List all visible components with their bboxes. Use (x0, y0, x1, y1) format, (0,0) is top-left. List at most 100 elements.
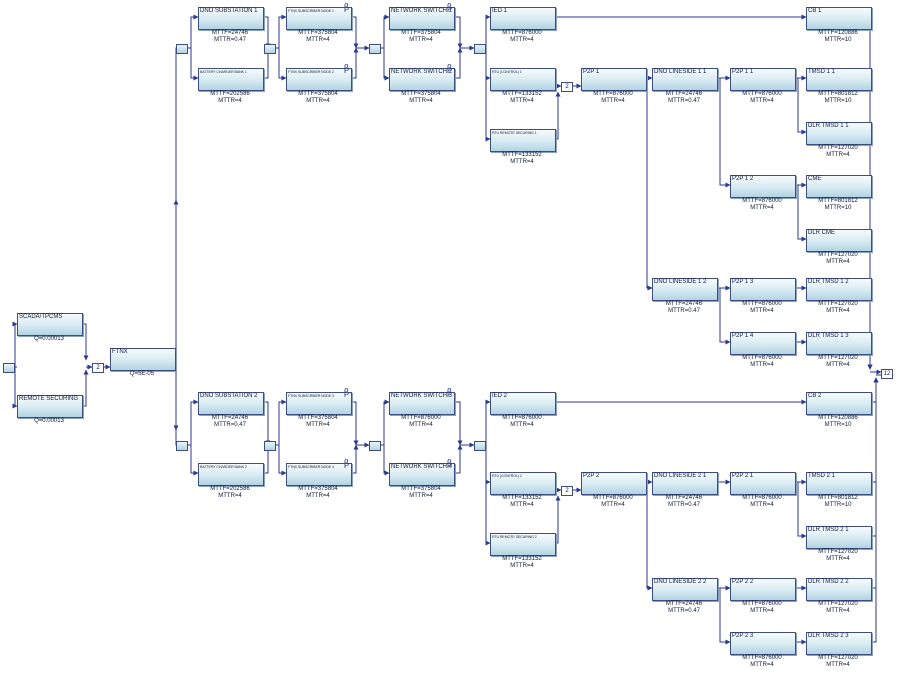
block-dlr-tmsd-11[interactable] (806, 122, 872, 145)
block-rtu-rem-1[interactable] (490, 129, 556, 152)
block-p2p-22[interactable] (730, 578, 796, 601)
block-param: MTTF=24746 (211, 415, 249, 421)
block-rtu-ctrl-2[interactable] (490, 472, 556, 495)
block-dno-ls-21[interactable] (652, 472, 718, 495)
block-rtu-ctrl-1[interactable] (490, 68, 556, 91)
block-param: MTTR=4 (826, 608, 850, 614)
block-param: MTTF=127020 (818, 601, 858, 607)
block-rtu-rem-2[interactable] (490, 533, 556, 556)
block-param: MTTF=876000 (742, 601, 782, 607)
block-batt-1[interactable] (198, 68, 264, 91)
node-par-2c[interactable] (369, 441, 381, 451)
beta-factor-icon: β (344, 459, 350, 469)
block-param: MTTF=876000 (401, 415, 441, 421)
block-dlr-cme[interactable] (806, 229, 872, 252)
connector-line (186, 14, 199, 49)
node-par-1d[interactable] (474, 44, 486, 54)
block-ftnx-sub-2[interactable] (286, 68, 352, 91)
block-p2p-21[interactable] (730, 472, 796, 495)
connector-line (383, 445, 390, 476)
block-ftnx[interactable] (110, 348, 176, 371)
block-tmsd-21[interactable] (806, 472, 872, 495)
block-net-sw-2[interactable] (389, 68, 455, 91)
block-ftnx-sub-3[interactable] (286, 392, 352, 415)
block-dlr-tmsd-23[interactable] (806, 632, 872, 655)
block-title: NETWORK SWITCH 2 (391, 69, 452, 75)
connector-line (278, 445, 287, 476)
block-title: DNO LINESIDE 2 2 (654, 579, 707, 585)
block-title: RTU (CONTROL) 2 (492, 474, 522, 478)
block-ied-2[interactable] (490, 392, 556, 415)
block-dlr-tmsd-13[interactable] (806, 332, 872, 355)
block-dno-ls-11[interactable] (652, 68, 718, 91)
connector-line (186, 399, 199, 446)
block-cme[interactable] (806, 175, 872, 198)
block-p2p-14[interactable] (730, 332, 796, 355)
block-param: MTTF=801812 (818, 198, 858, 204)
node-par-2a[interactable] (176, 441, 188, 451)
block-param: MTTR=4 (826, 362, 850, 368)
block-title: P2P 1 3 (732, 279, 754, 285)
block-title: P2P 1 2 (732, 176, 754, 182)
block-net-sw-4[interactable] (389, 463, 455, 486)
block-param: MTTR=4 (409, 98, 433, 104)
vote-node-top-2[interactable]: 2 (92, 363, 104, 373)
node-par-1c[interactable] (369, 44, 381, 54)
block-p2p-1[interactable] (581, 68, 647, 91)
block-p2p-13[interactable] (730, 278, 796, 301)
block-param: MTTR=0.47 (668, 98, 700, 104)
block-dlr-tmsd-12[interactable] (806, 278, 872, 301)
block-param: MTTF=375804 (401, 30, 441, 36)
block-dno-ls-22[interactable] (652, 578, 718, 601)
block-title: FTNX SUBSCRIBER NODE 1 (288, 9, 334, 13)
beta-factor-icon: β (344, 388, 350, 398)
block-param: MTTR=0.47 (214, 37, 246, 43)
block-param: MTTF=202586 (210, 91, 250, 97)
block-cb-1[interactable] (806, 7, 872, 30)
block-dno-ls-12[interactable] (652, 278, 718, 301)
beta-factor-icon: β (344, 64, 350, 74)
block-title: DNO LINESIDE 1 2 (654, 279, 707, 285)
block-cb-2[interactable] (806, 392, 872, 415)
block-param: MTTR=10 (824, 98, 852, 104)
block-param: MTTF=202586 (210, 486, 250, 492)
block-scada[interactable] (17, 313, 83, 336)
node-input[interactable] (3, 363, 15, 373)
block-dlr-tmsd-22[interactable] (806, 578, 872, 601)
vote-node-rtu-2-vote[interactable]: 2 (561, 486, 573, 496)
block-tmsd-11[interactable] (806, 68, 872, 91)
connector-line (274, 14, 287, 49)
block-ftnx-sub-1[interactable] (286, 7, 352, 30)
node-par-2d[interactable] (474, 441, 486, 451)
block-param: MTTF=876000 (502, 30, 542, 36)
block-title: DLR TMSD 2 1 (808, 527, 849, 533)
block-p2p-2[interactable] (581, 472, 647, 495)
node-par-1b[interactable] (264, 44, 276, 54)
block-ftnx-sub-4[interactable] (286, 463, 352, 486)
block-title: CB 1 (808, 8, 822, 14)
block-dno-sub-2[interactable] (198, 392, 264, 415)
block-net-sw-3[interactable] (389, 392, 455, 415)
block-net-sw-1[interactable] (389, 7, 455, 30)
block-param: MTTF=375804 (298, 91, 338, 97)
block-param: MTTF=127020 (818, 252, 858, 258)
block-batt-2[interactable] (198, 463, 264, 486)
block-p2p-23[interactable] (730, 632, 796, 655)
node-par-2b[interactable] (264, 441, 276, 451)
block-title: P2P 2 1 (732, 473, 754, 479)
vote-node-final-vote[interactable]: 12 (881, 369, 893, 379)
block-ied-1[interactable] (490, 7, 556, 30)
block-dlr-tmsd-21[interactable] (806, 526, 872, 549)
block-param: MTTR=0.47 (668, 502, 700, 508)
vote-node-rtu-1-vote[interactable]: 2 (561, 82, 573, 92)
block-title: BATTERY CHARGER BANK 1 (200, 70, 247, 74)
block-p2p-12[interactable] (730, 175, 796, 198)
node-par-1a[interactable] (176, 44, 188, 54)
block-remote-securing[interactable] (17, 395, 83, 418)
block-dno-sub-1[interactable] (198, 7, 264, 30)
block-p2p-11[interactable] (730, 68, 796, 91)
block-param: MTTR=4 (510, 98, 534, 104)
block-title: FTNX SUBSCRIBER NODE 2 (288, 70, 334, 74)
block-param: MTTR=4 (510, 422, 534, 428)
block-title: DLR TMSD 2 3 (808, 633, 849, 639)
